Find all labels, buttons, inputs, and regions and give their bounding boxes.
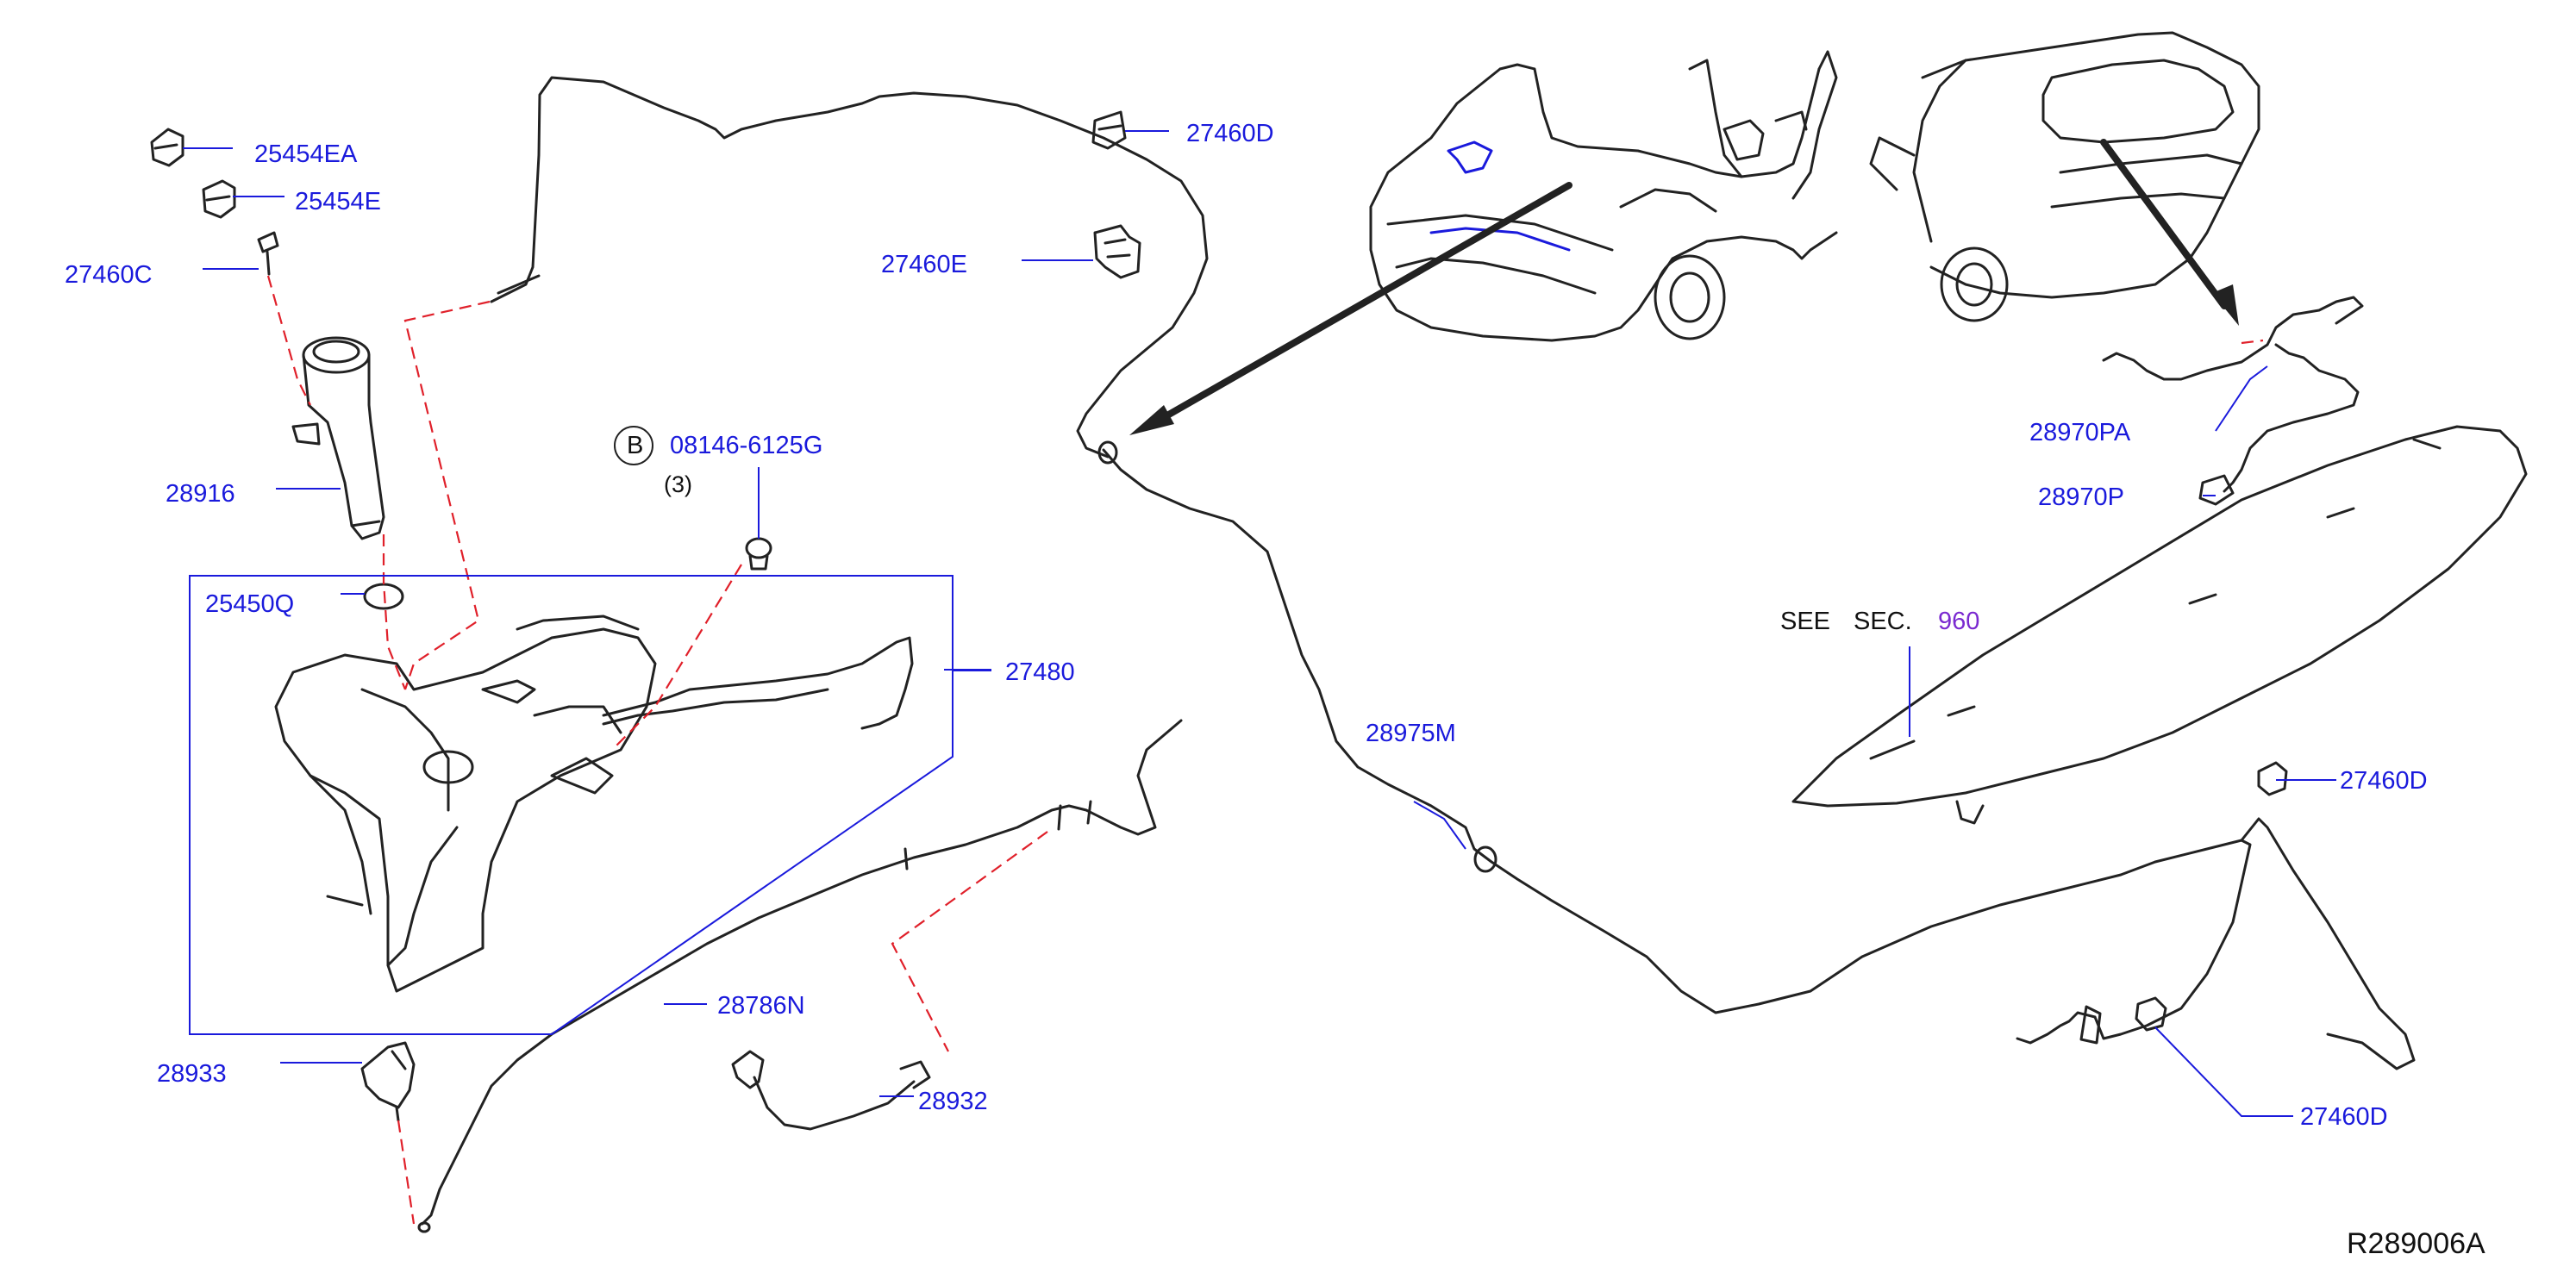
label-25450q: 25450Q [205,590,295,618]
label-28786n: 28786N [717,992,805,1020]
label-28933: 28933 [157,1060,227,1088]
label-28970pa: 28970PA [2029,419,2131,446]
label-27480: 27480 [1005,658,1075,686]
rear-spoiler [1791,425,2528,825]
clip-27460d-bottom [2135,996,2167,1032]
label-28975m: 28975M [1366,720,1456,747]
washer-hose-28786n [417,719,1183,1233]
label-27460d-top: 27460D [1186,120,1274,147]
tank-bracket-27480 [189,575,991,1035]
clip-27460e [1093,224,1141,279]
label-27460d-bottom: 27460D [2300,1103,2388,1131]
clip-25454e [202,179,236,219]
bolt-quantity: (3) [664,471,692,497]
label-25454e: 25454E [295,188,381,215]
label-27460d-right: 27460D [2340,767,2428,795]
label-28916: 28916 [166,480,235,508]
leader-lines [183,130,2336,1117]
label-27460e: 27460E [881,251,967,278]
washer-hose-28932 [731,1050,931,1131]
pointer-arrows [1152,139,2228,426]
bolt-08146-6125g [745,537,772,571]
dashed-connectors [266,275,2264,1225]
rear-nozzle-28970p [2198,474,2235,506]
label-28932: 28932 [918,1088,988,1115]
screw-27460c [257,231,279,276]
nozzle-28933 [360,1041,416,1122]
washer-hose-28975m [490,76,2416,1070]
callout-b-letter: B [627,432,644,459]
oring-25450q [363,583,404,610]
see-text: SEE [1780,608,1831,635]
reference-code: R289006A [2347,1227,2485,1260]
clip-27460d-right [2257,761,2288,796]
front-car-sketch [1369,50,1838,342]
sec-text: SEC. [1854,608,1912,635]
callout-b-circle [614,426,653,465]
section-number: 960 [1938,608,1980,635]
rear-hose-28970pa [2102,296,2364,493]
label-08146-6125g: 08146-6125G [670,432,823,459]
rear-car-sketch [1869,31,2260,322]
washer-tank-27480 [274,615,914,993]
clip-27460d-top [1091,110,1127,150]
label-28970p: 28970P [2038,484,2124,511]
label-25454ea: 25454EA [254,140,358,168]
clip-25454ea [150,128,184,167]
filler-neck-28916 [291,336,385,540]
label-27460c: 27460C [65,261,153,289]
